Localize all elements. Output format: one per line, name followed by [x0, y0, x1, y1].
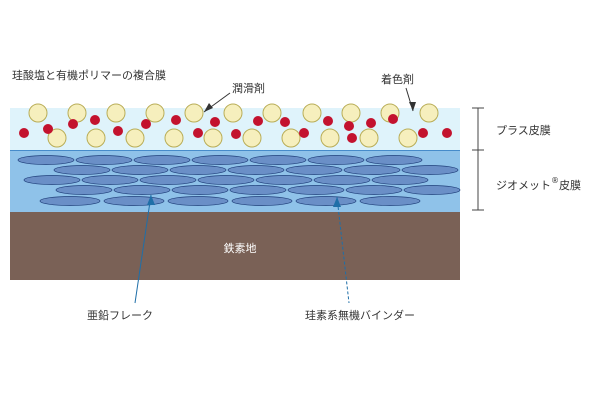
- lubricant-particle: [359, 128, 379, 148]
- iron-substrate-label: 鉄素地: [224, 241, 257, 255]
- colorant-particle: [280, 117, 290, 127]
- zinc-flake: [343, 165, 401, 175]
- zinc-flake-group: [17, 155, 461, 206]
- lubricant-particle: [125, 128, 145, 148]
- zinc-flake: [81, 175, 139, 185]
- colorant-particle: [19, 128, 29, 138]
- lubricant-particle: [320, 128, 340, 148]
- geomet-film-suffix: 皮膜: [559, 179, 581, 192]
- colorant-particle: [210, 117, 220, 127]
- colorant-particle: [442, 128, 452, 138]
- zinc-flake: [249, 155, 307, 165]
- zinc-flake: [307, 155, 365, 165]
- colorant-particle: [90, 115, 100, 125]
- lubricant-particle: [242, 128, 262, 148]
- lubricant-particle: [184, 103, 204, 123]
- lubricant-particle: [47, 128, 67, 148]
- colorant-particle: [347, 133, 357, 143]
- zinc-flake-arrow-head: [147, 195, 155, 205]
- zinc-flake: [17, 155, 75, 165]
- zinc-flake: [197, 175, 255, 185]
- zinc-flake: [359, 196, 421, 206]
- zinc-flake: [113, 185, 171, 195]
- zinc-flake: [295, 196, 357, 206]
- zinc-flake: [227, 165, 285, 175]
- zinc-flake: [365, 155, 423, 165]
- lubricant-particle: [281, 128, 301, 148]
- zinc-flake: [287, 185, 345, 195]
- geomet-film-text: ジオメット: [496, 179, 551, 192]
- colorant-particle: [366, 118, 376, 128]
- lubricant-particle: [28, 103, 48, 123]
- zinc-flake: [171, 185, 229, 195]
- lubricant-particle: [398, 128, 418, 148]
- colorant-arrow-head: [409, 102, 416, 111]
- lubricant-particle: [145, 103, 165, 123]
- zinc-flake: [53, 165, 111, 175]
- zinc-flake: [103, 196, 165, 206]
- colorant-particle: [113, 126, 123, 136]
- lubricant-particle: [86, 128, 106, 148]
- zinc-flake: [23, 175, 81, 185]
- zinc-flake: [191, 155, 249, 165]
- colorant-particle: [171, 115, 181, 125]
- lubricant-arrow-head: [204, 103, 213, 112]
- zinc-flake: [313, 175, 371, 185]
- zinc-flake: [111, 165, 169, 175]
- colorant-particle: [193, 128, 203, 138]
- colorant-particle: [323, 116, 333, 126]
- zinc-flake-label: 亜鉛フレーク: [87, 308, 153, 322]
- binder-label: 珪素系無機バインダー: [305, 308, 415, 322]
- zinc-flake: [169, 165, 227, 175]
- zinc-flake: [133, 155, 191, 165]
- lubricant-particle: [223, 103, 243, 123]
- lubricant-particle: [106, 103, 126, 123]
- zinc-flake: [75, 155, 133, 165]
- zinc-flake: [403, 185, 461, 195]
- geomet-film-label: ジオメット®皮膜: [496, 176, 581, 192]
- particle-group: [19, 103, 452, 148]
- composite-film-label: 珪酸塩と有機ポリマーの複合膜: [12, 68, 166, 82]
- colorant-particle: [299, 128, 309, 138]
- iron-substrate-layer: [10, 212, 460, 280]
- colorant-particle: [344, 121, 354, 131]
- lubricant-particle: [67, 103, 87, 123]
- zinc-flake: [255, 175, 313, 185]
- lubricant-particle: [341, 103, 361, 123]
- zinc-flake: [345, 185, 403, 195]
- lubricant-particle: [203, 128, 223, 148]
- colorant-particle: [418, 128, 428, 138]
- geomet-film-trademark: ®: [551, 176, 559, 185]
- lubricant-particle: [262, 103, 282, 123]
- zinc-flake: [371, 175, 429, 185]
- colorant-particle: [231, 129, 241, 139]
- zinc-flake: [285, 165, 343, 175]
- colorant-particle: [253, 116, 263, 126]
- lubricant-label: 潤滑剤: [232, 81, 265, 95]
- plus-film-label: プラス皮膜: [496, 124, 551, 137]
- zinc-flake-leader-line: [134, 194, 152, 304]
- zinc-flake: [139, 175, 197, 185]
- lubricant-particle: [419, 103, 439, 123]
- lubricant-particle: [164, 128, 184, 148]
- colorant-particle: [141, 119, 151, 129]
- zinc-flake: [167, 196, 229, 206]
- zinc-flake: [55, 185, 113, 195]
- colorant-label: 着色剤: [381, 72, 414, 86]
- colorant-particle: [388, 114, 398, 124]
- colorant-particle: [68, 119, 78, 129]
- zinc-flake: [401, 165, 459, 175]
- binder-arrow-head: [333, 197, 341, 207]
- zinc-flake: [39, 196, 101, 206]
- lubricant-particle: [302, 103, 322, 123]
- zinc-flake: [229, 185, 287, 195]
- zinc-flake: [231, 196, 293, 206]
- colorant-particle: [43, 124, 53, 134]
- binder-leader-line: [336, 196, 350, 304]
